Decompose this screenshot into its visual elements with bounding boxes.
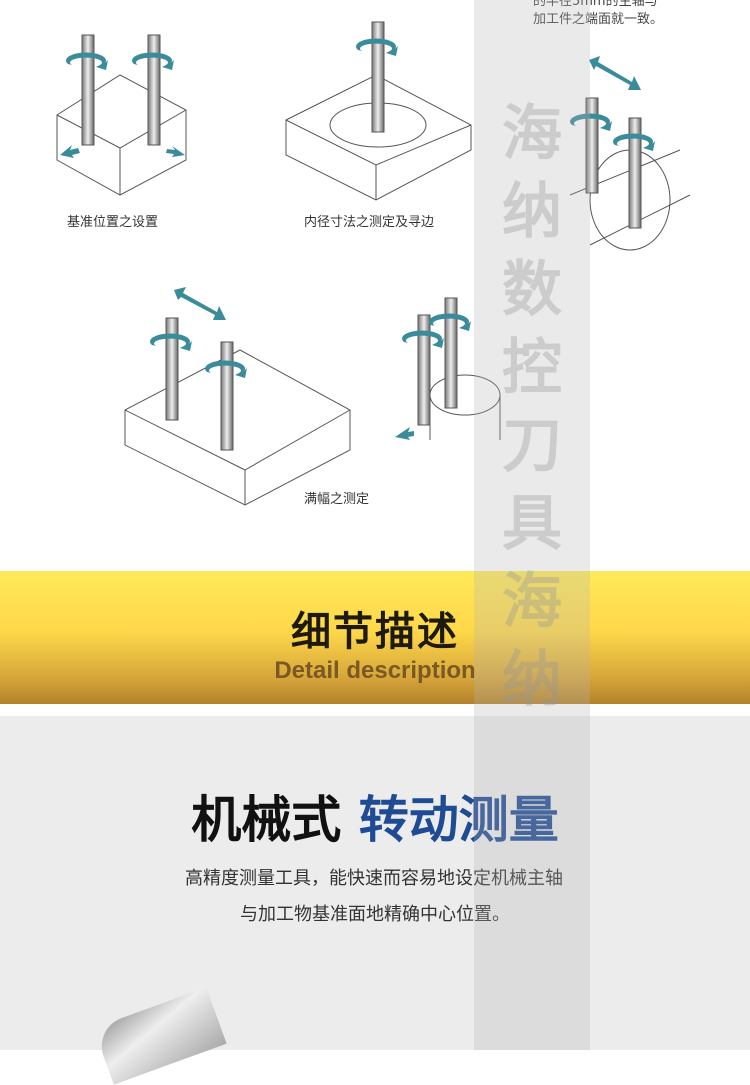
- caption-inner-diameter: 内径寸法之测定及寻边: [304, 215, 435, 230]
- banner-title: 细节描述: [291, 609, 459, 655]
- detail-section: [0, 716, 750, 1085]
- watermark: 海纳数控刀具海纳: [474, 0, 590, 1050]
- watermark-text: 海纳数控刀具海纳: [502, 99, 562, 715]
- desc-line-1: 高精度测量工具，能快速而容易地设定机械主轴: [185, 868, 563, 889]
- title-black: 机械式: [191, 791, 342, 849]
- desc-line-2: 与加工物基准面地精确中心位置。: [240, 904, 510, 925]
- note-line-1: 的半径5mm的主轴与: [533, 0, 658, 9]
- note-line-2: 加工件之端面就一致。: [533, 12, 664, 27]
- section-title: 机械式 转动测量: [0, 780, 750, 852]
- caption-full-width: 满幅之测定: [304, 492, 370, 507]
- probe-image: [93, 987, 227, 1085]
- detail-banner: 细节描述 Detail description: [0, 571, 750, 704]
- probe-diagrams: [56, 21, 691, 506]
- caption-reference-position: 基准位置之设置: [67, 215, 159, 230]
- title-blue: 转动测量: [358, 791, 559, 849]
- banner-subtitle: Detail description: [274, 657, 476, 684]
